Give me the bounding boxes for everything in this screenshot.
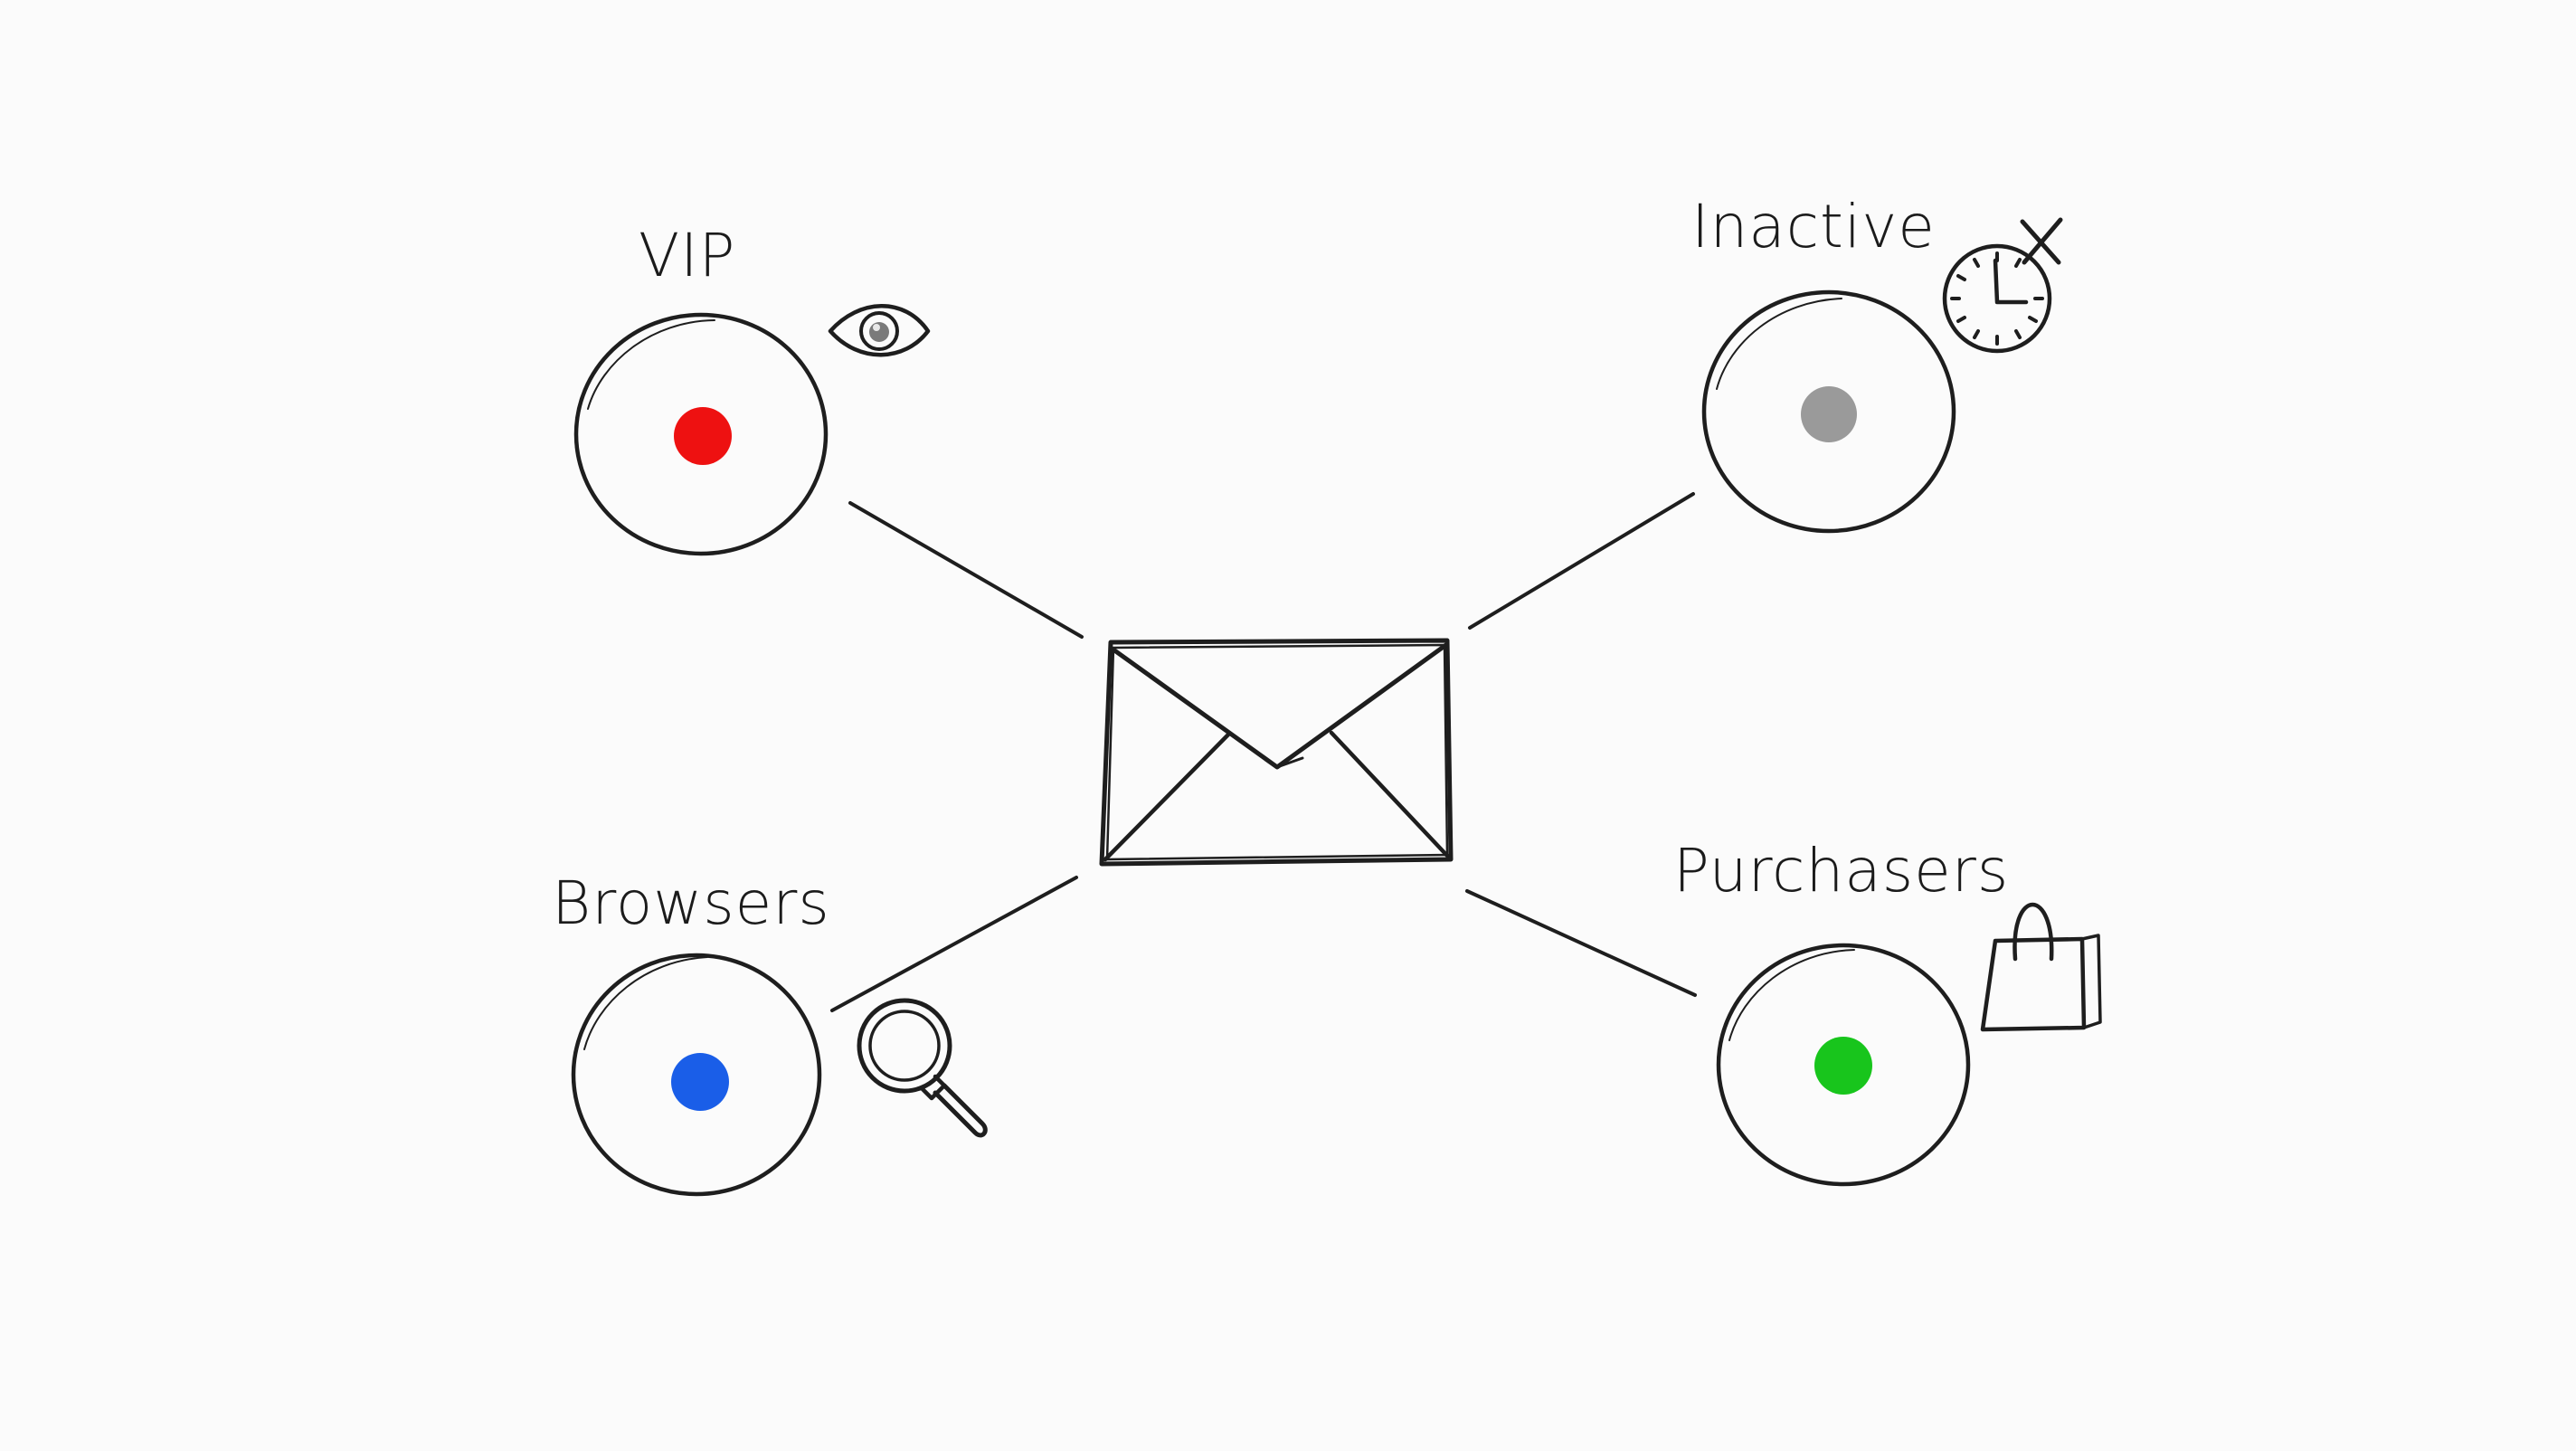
eye-icon xyxy=(828,304,931,357)
ring-stroke xyxy=(587,319,715,410)
segment-purchasers xyxy=(1716,903,2102,1187)
segment-vip xyxy=(573,304,931,556)
status-dot-inactive xyxy=(1801,386,1857,442)
connector-browsers xyxy=(830,876,1078,1012)
connector-inactive xyxy=(1468,492,1695,630)
status-dot-vip xyxy=(674,407,732,465)
magnifier-icon xyxy=(857,998,988,1138)
segment-label-browsers: Browsers xyxy=(552,868,830,938)
envelope-icon xyxy=(1099,638,1454,867)
ring-stroke xyxy=(1716,298,1842,390)
segment-label-purchasers: Purchasers xyxy=(1673,836,2010,906)
segment-browsers xyxy=(571,953,988,1197)
segment-inactive xyxy=(1701,217,2063,534)
clock-x-icon xyxy=(1942,217,2063,354)
connector-lines xyxy=(830,492,1697,1012)
connector-purchasers xyxy=(1465,889,1697,997)
node-ring-purchasers xyxy=(1716,943,1971,1187)
status-dot-purchasers xyxy=(1814,1037,1872,1095)
node-ring-vip xyxy=(573,312,829,556)
node-ring-browsers xyxy=(571,953,822,1197)
status-dot-browsers xyxy=(671,1053,729,1111)
ring-stroke xyxy=(583,956,708,1050)
node-ring-inactive xyxy=(1701,289,1956,534)
connector-vip xyxy=(848,501,1084,639)
shopping-bag-icon xyxy=(1980,903,2102,1032)
segment-label-vip: VIP xyxy=(639,221,736,290)
segment-label-inactive: Inactive xyxy=(1691,192,1936,261)
ring-stroke xyxy=(1728,949,1855,1041)
